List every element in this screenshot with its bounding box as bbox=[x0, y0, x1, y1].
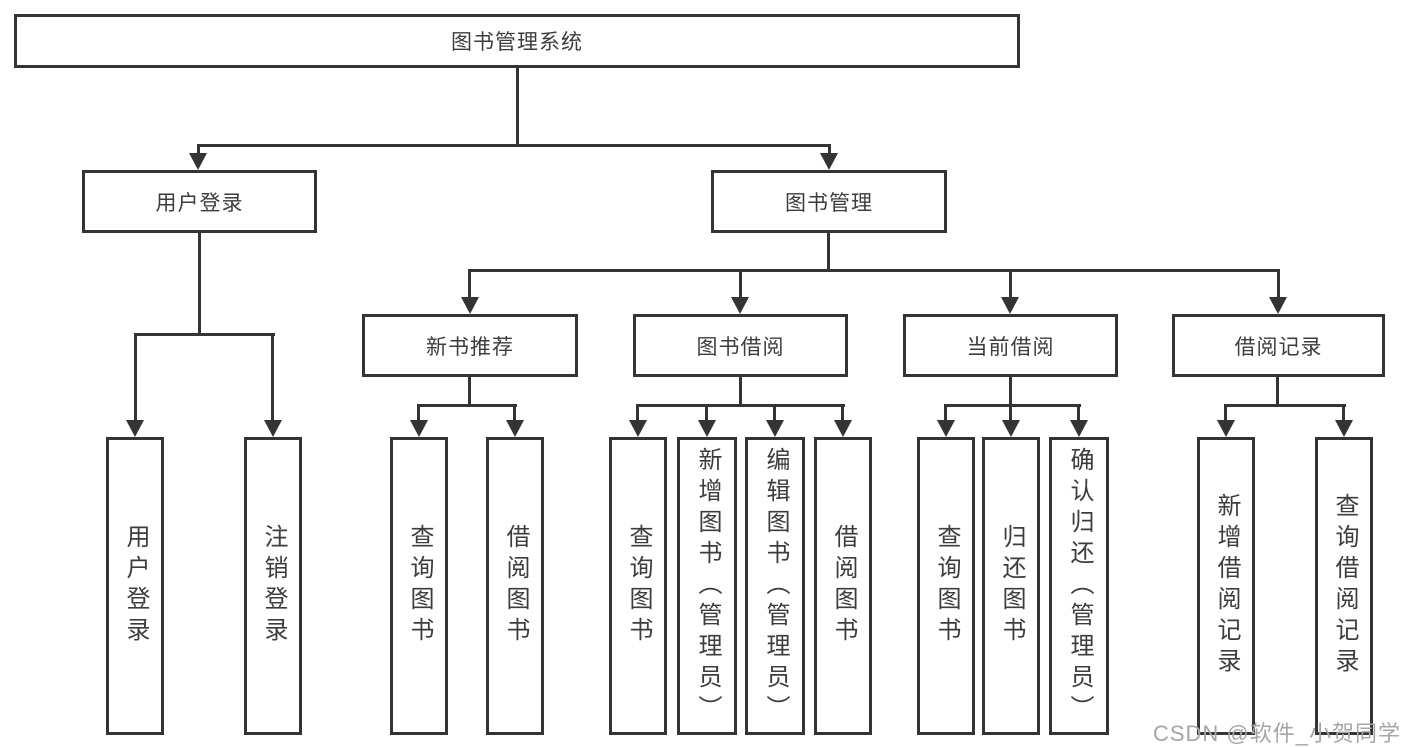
node-label: 查询图书 bbox=[625, 524, 652, 648]
arrowhead-down-icon bbox=[1269, 297, 1287, 314]
node-new-book-recommendation: 新书推荐 bbox=[362, 314, 578, 377]
connector-group-stem bbox=[1009, 377, 1012, 407]
node-confirm-return-admin: 确认归还（管理员） bbox=[1049, 437, 1109, 735]
node-label: 当前借阅 bbox=[966, 335, 1055, 359]
node-add-books-admin: 新增图书（管理员） bbox=[677, 437, 737, 735]
arrowhead-down-icon bbox=[834, 420, 852, 437]
node-label: 用户登录 bbox=[155, 191, 244, 215]
arrowhead-down-icon bbox=[1217, 420, 1235, 437]
node-query-books-recommend: 查询图书 bbox=[390, 437, 448, 735]
arrowhead-down-icon bbox=[1335, 420, 1353, 437]
node-label: 借阅记录 bbox=[1234, 335, 1323, 359]
node-borrow-books-recommend: 借阅图书 bbox=[486, 437, 544, 735]
connector-drop bbox=[513, 404, 516, 422]
node-user-login-leaf: 用户登录 bbox=[106, 437, 164, 735]
node-label: 查询借阅记录 bbox=[1331, 493, 1358, 679]
connector-user-login-bus bbox=[134, 333, 275, 336]
connector-drop bbox=[1009, 404, 1012, 422]
csdn-watermark: CSDN @软件_小贺同学 bbox=[1152, 721, 1401, 746]
arrowhead-down-icon bbox=[731, 297, 749, 314]
arrowhead-down-icon bbox=[1070, 420, 1088, 437]
connector-drop bbox=[705, 404, 708, 422]
node-label: 用户登录 bbox=[122, 524, 149, 648]
arrowhead-down-icon bbox=[629, 420, 647, 437]
arrowhead-down-icon bbox=[461, 297, 479, 314]
arrowhead-down-icon bbox=[766, 420, 784, 437]
connector-drop bbox=[417, 404, 420, 422]
node-edit-books-admin: 编辑图书（管理员） bbox=[745, 437, 805, 735]
node-book-management: 图书管理 bbox=[711, 170, 947, 233]
connector-drop bbox=[841, 404, 844, 422]
connector-drop bbox=[636, 404, 639, 422]
connector-drop bbox=[1009, 269, 1012, 298]
node-label: 确认归还（管理员） bbox=[1066, 446, 1093, 726]
connector-drop bbox=[1224, 404, 1227, 422]
node-label: 新书推荐 bbox=[426, 335, 514, 359]
connector-drop bbox=[197, 144, 200, 155]
connector-drop bbox=[1077, 404, 1080, 422]
connector-drop bbox=[773, 404, 776, 422]
connector-group-bus bbox=[417, 404, 517, 407]
arrowhead-down-icon bbox=[820, 153, 838, 170]
connector-group-stem bbox=[468, 377, 471, 407]
arrowhead-down-icon bbox=[410, 420, 428, 437]
node-label: 借阅图书 bbox=[830, 524, 857, 648]
node-borrow-books: 借阅图书 bbox=[814, 437, 872, 735]
connector-user-login-stem bbox=[198, 233, 201, 336]
arrowhead-down-icon bbox=[1001, 297, 1019, 314]
arrowhead-down-icon bbox=[1002, 420, 1020, 437]
node-label: 图书管理 bbox=[785, 191, 873, 215]
connector-group-bus bbox=[1224, 404, 1346, 407]
connector-group-bus bbox=[944, 404, 1081, 407]
node-library-management-system: 图书管理系统 bbox=[14, 14, 1020, 68]
connector-level3-bus bbox=[468, 269, 1280, 272]
connector-drop bbox=[739, 269, 742, 298]
node-query-borrow-record: 查询借阅记录 bbox=[1315, 437, 1373, 735]
node-book-borrowing: 图书借阅 bbox=[633, 314, 848, 377]
node-user-login: 用户登录 bbox=[82, 170, 317, 233]
connector-level2-bus bbox=[197, 144, 831, 147]
node-label: 查询图书 bbox=[933, 524, 960, 648]
node-label: 图书管理系统 bbox=[451, 31, 583, 54]
node-label: 借阅图书 bbox=[502, 524, 529, 648]
connector-drop bbox=[271, 333, 274, 421]
arrowhead-down-icon bbox=[189, 153, 207, 170]
node-borrowing-records: 借阅记录 bbox=[1172, 314, 1385, 377]
node-add-borrow-record: 新增借阅记录 bbox=[1197, 437, 1255, 735]
arrowhead-down-icon bbox=[937, 420, 955, 437]
node-label: 新增借阅记录 bbox=[1213, 493, 1240, 679]
connector-drop bbox=[828, 144, 831, 155]
node-query-books-borrowing: 查询图书 bbox=[609, 437, 667, 735]
connector-drop bbox=[1277, 269, 1280, 298]
arrowhead-down-icon bbox=[506, 420, 524, 437]
connector-drop bbox=[468, 269, 471, 298]
node-label: 归还图书 bbox=[998, 524, 1025, 648]
connector-group-stem bbox=[739, 377, 742, 407]
arrowhead-down-icon bbox=[698, 420, 716, 437]
node-label: 新增图书（管理员） bbox=[694, 446, 721, 726]
connector-group-stem bbox=[1276, 377, 1279, 407]
connector-drop bbox=[134, 333, 137, 421]
node-label: 编辑图书（管理员） bbox=[762, 446, 789, 726]
node-query-books-current: 查询图书 bbox=[917, 437, 975, 735]
node-label: 查询图书 bbox=[406, 524, 433, 648]
connector-drop bbox=[944, 404, 947, 422]
node-label: 图书借阅 bbox=[696, 335, 785, 359]
node-label: 注销登录 bbox=[260, 524, 287, 648]
connector-drop bbox=[1342, 404, 1345, 422]
arrowhead-down-icon bbox=[126, 420, 144, 437]
node-current-borrowing: 当前借阅 bbox=[903, 314, 1118, 377]
connector-root-stem bbox=[516, 68, 519, 147]
node-return-books: 归还图书 bbox=[982, 437, 1040, 735]
node-logout-leaf: 注销登录 bbox=[244, 437, 302, 735]
connector-book-mgmt-stem bbox=[827, 233, 830, 271]
connector-group-bus bbox=[636, 404, 845, 407]
arrowhead-down-icon bbox=[264, 420, 282, 437]
